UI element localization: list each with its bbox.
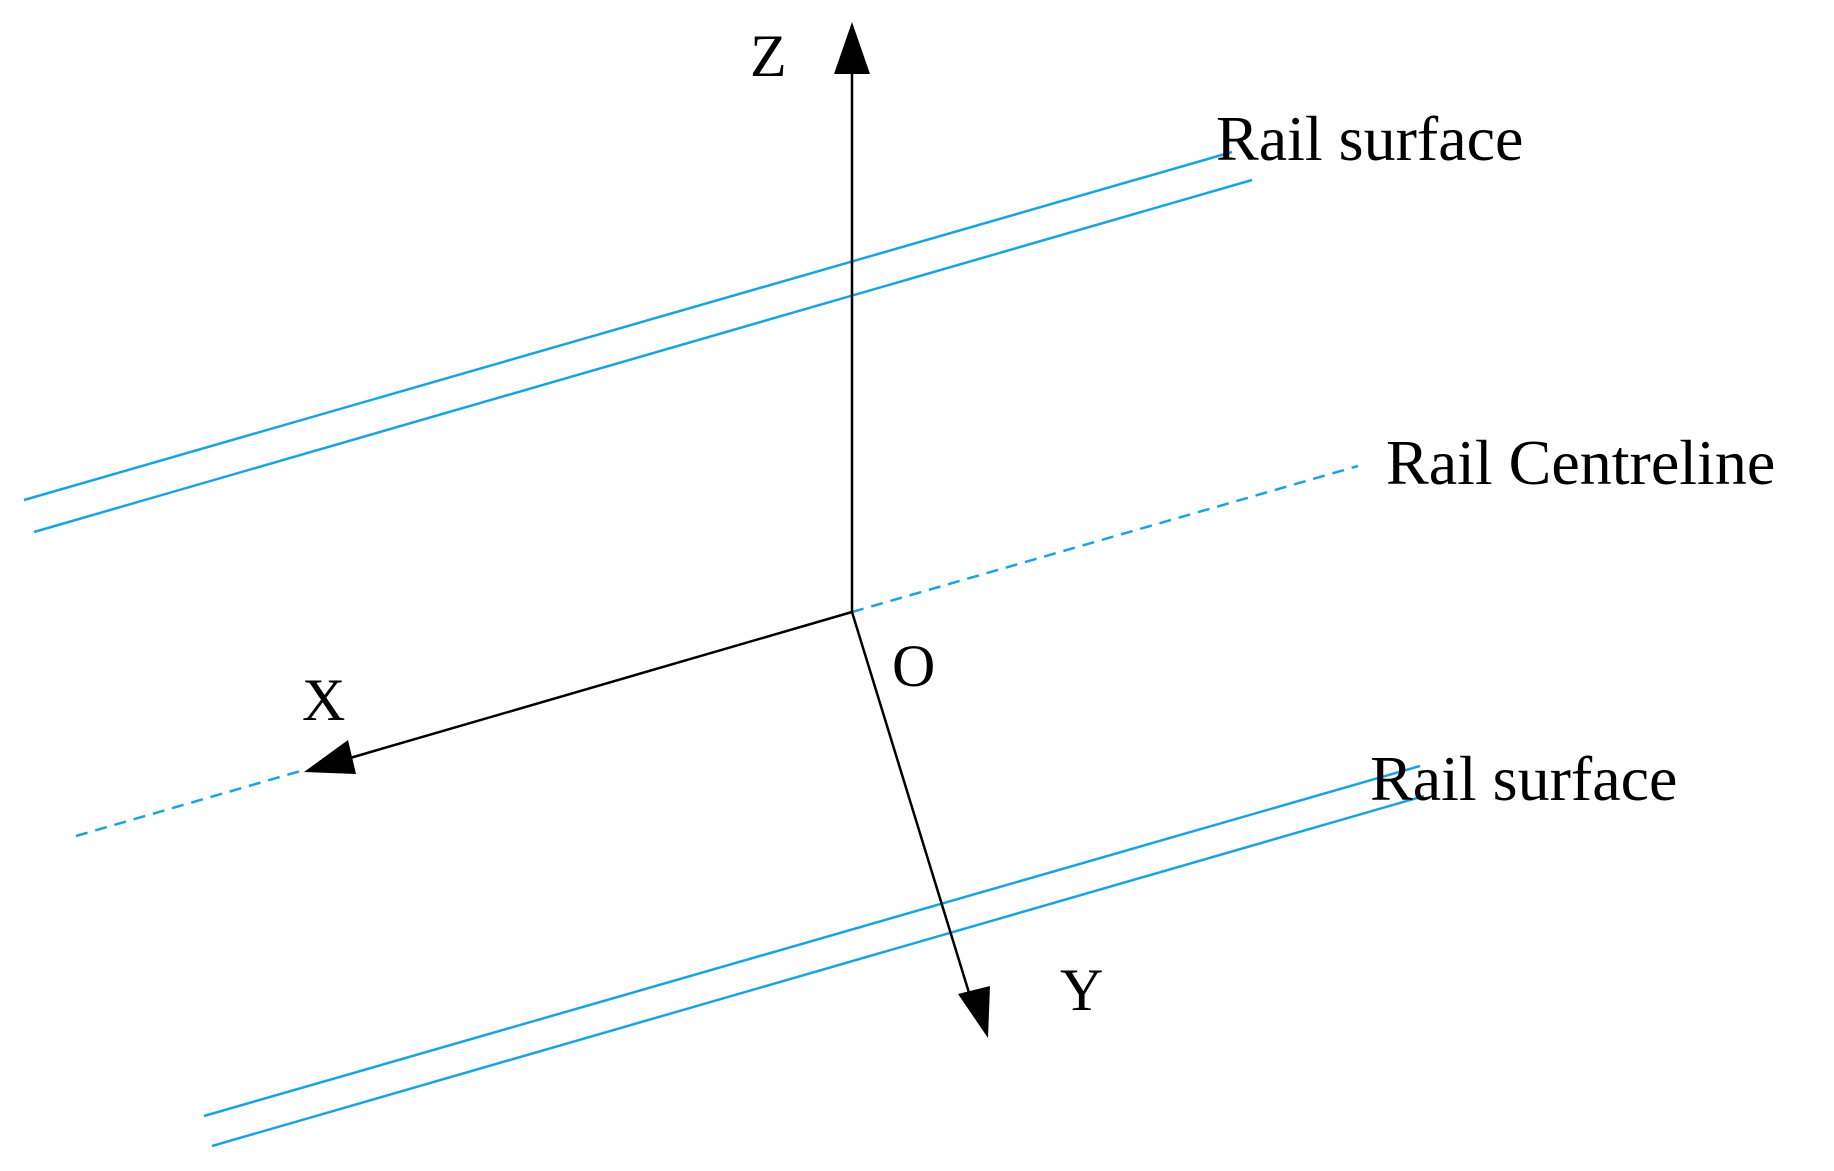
rail-surface-bottom-line-2 xyxy=(211,794,1425,1148)
y-axis-arrowhead xyxy=(958,986,990,1038)
origin-label: O xyxy=(892,633,935,699)
x-axis-line xyxy=(349,610,853,760)
rail-surface-top xyxy=(23,150,1253,534)
x-axis xyxy=(304,610,853,774)
z-axis-arrowhead xyxy=(834,22,870,74)
rail-surface-top-line-2 xyxy=(33,178,1253,534)
z-axis xyxy=(834,22,870,612)
rail-surface-bottom xyxy=(203,764,1425,1148)
rail-surface-bottom-line-1 xyxy=(203,764,1421,1118)
y-axis xyxy=(850,611,990,1038)
z-axis-label: Z xyxy=(750,23,787,89)
rail-centreline-right-segment xyxy=(851,464,1359,614)
x-axis-arrowhead xyxy=(304,740,356,774)
rail-centreline-left-segment xyxy=(75,768,305,838)
rail-surface-top-label: Rail surface xyxy=(1216,103,1523,174)
rail-centreline xyxy=(75,464,1359,838)
x-axis-label: X xyxy=(302,667,345,733)
y-axis-line xyxy=(850,611,972,997)
rail-surface-top-line-1 xyxy=(23,150,1233,502)
y-axis-label: Y xyxy=(1060,957,1103,1023)
rail-centreline-label: Rail Centreline xyxy=(1386,427,1775,498)
rail-surface-bottom-label: Rail surface xyxy=(1370,743,1677,814)
